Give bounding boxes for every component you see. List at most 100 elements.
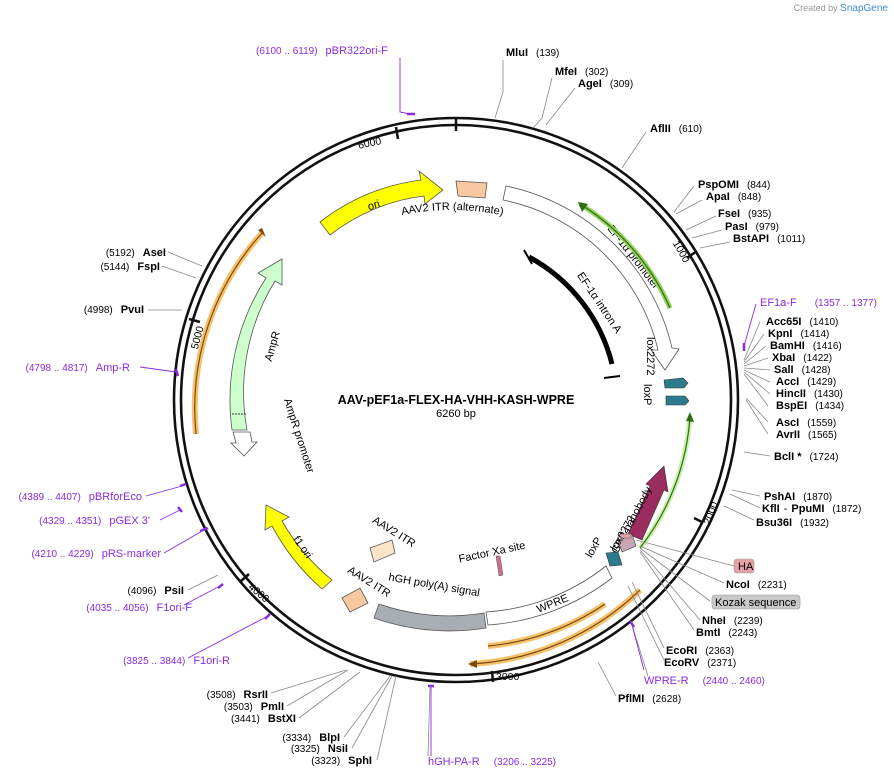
ef1a-intron-end-cap	[603, 375, 621, 379]
primer-pbrforeco[interactable]: (4389 .. 4407)pBRforEco	[19, 491, 142, 503]
line-bcli	[743, 451, 771, 457]
plasmid-name: AAV-pEF1a-FLEX-HA-VHH-KASH-WPRE	[338, 393, 575, 407]
ori-feature[interactable]	[319, 169, 444, 236]
enzyme-pasi[interactable]: PasI(979)	[725, 221, 779, 233]
lox2272-top-label: lox2272	[644, 337, 656, 376]
line-xbai	[743, 357, 769, 367]
enzyme-ncoi[interactable]: NcoI(2231)	[726, 579, 787, 591]
tick-6000	[394, 126, 400, 140]
enzyme-bspei[interactable]: BspEI(1434)	[776, 400, 844, 412]
factor-xa-feature[interactable]	[495, 555, 504, 577]
enzyme-hincii[interactable]: HincII(1430)	[776, 388, 843, 400]
line-bstapi	[699, 241, 731, 249]
enzyme-fsei[interactable]: FseI(935)	[718, 208, 771, 220]
aav2-itr-inner-feature[interactable]	[369, 539, 396, 563]
enzyme-pvui[interactable]: (4998)PvuI	[84, 304, 144, 316]
ef1a-green-arc-line	[579, 203, 671, 309]
tick-3000	[490, 670, 495, 683]
enzyme-bcli[interactable]: BclI *(1724)	[774, 451, 838, 463]
primer-mark-prs-marker	[199, 526, 209, 533]
enzyme-ecori[interactable]: EcoRI(2363)	[666, 645, 734, 657]
line-fsei	[685, 215, 717, 231]
loxp-bottom-feature[interactable]	[605, 551, 623, 567]
primer-f1ori-f[interactable]: (4035 .. 4056)F1ori-F	[86, 602, 192, 614]
created-by-text: Created by	[793, 3, 838, 13]
primer-mark-f1ori-f	[217, 583, 224, 589]
enzyme-bsu36i[interactable]: Bsu36I(1932)	[756, 517, 829, 529]
enzyme-bmti[interactable]: BmtI(2243)	[696, 627, 757, 639]
primer-pbr322ori-f[interactable]: (6100 .. 6119)pBR322ori-F	[256, 45, 388, 57]
line-bsu36i	[723, 505, 755, 521]
primer-ef1a-f[interactable]: EF1a-F(1357 .. 1377)	[760, 297, 877, 309]
enzyme-kpni[interactable]: KpnI(1414)	[768, 328, 829, 340]
primer-pgex3[interactable]: (4329 .. 4351)pGEX 3'	[39, 515, 150, 527]
ef1a-intron-feature[interactable]	[527, 254, 615, 365]
enzyme-sphi[interactable]: (3323)SphI	[311, 755, 372, 767]
enzyme-psii[interactable]: (4096)PsiI	[128, 585, 184, 597]
tick-5000	[188, 317, 201, 324]
ef1a-promoter-feature[interactable]	[502, 185, 680, 371]
enzyme-mlui[interactable]: MluI(139)	[506, 47, 559, 59]
pline-ef1a-f	[743, 303, 757, 347]
enzyme-xbai[interactable]: XbaI(1422)	[772, 352, 832, 364]
enzyme-pmli[interactable]: (3503)PmlI	[224, 701, 284, 713]
enzyme-acci[interactable]: AccI(1429)	[776, 376, 836, 388]
line-mfei	[532, 77, 553, 129]
primer-wpre-r[interactable]: WPRE-R(2440 .. 2460)	[644, 675, 765, 687]
enzyme-sali[interactable]: SalI(1428)	[774, 364, 830, 376]
enzyme-pshai[interactable]: PshAI(1870)	[764, 491, 832, 503]
enzyme-kfli-ppumi[interactable]: KflI-PpuMI(1872)	[762, 503, 861, 515]
primer-f1ori-r[interactable]: (3825 .. 3844)F1ori-R	[123, 655, 230, 667]
ha-tag-label[interactable]: HA	[738, 561, 754, 573]
enzyme-agei[interactable]: AgeI(309)	[578, 78, 633, 90]
ticks	[188, 118, 703, 683]
line-blpi	[343, 675, 391, 738]
primer-prs-marker[interactable]: (4210 .. 4229)pRS-marker	[31, 548, 161, 560]
enzyme-ecorv[interactable]: EcoRV(2371)	[664, 657, 736, 669]
line-apai	[675, 199, 703, 215]
enzyme-mfei[interactable]: MfeI(302)	[555, 66, 608, 78]
enzyme-asci[interactable]: AscI(1559)	[776, 417, 836, 429]
nanobody-green-arc-line	[639, 415, 691, 549]
ampr-feature[interactable]	[229, 258, 283, 431]
pline-pgex3	[159, 509, 181, 521]
enzyme-bamhi[interactable]: BamHI(1416)	[770, 340, 842, 352]
ampr-promoter-label: AmpR promoter	[281, 397, 317, 475]
enzyme-fspi[interactable]: (5144)FspI	[100, 261, 160, 273]
enzyme-pflmi[interactable]: PflMI(2628)	[618, 693, 681, 705]
gfp-nanobody-feature[interactable]	[627, 465, 669, 541]
enzyme-nhei[interactable]: NheI(2239)	[702, 615, 763, 627]
enzyme-bstxi[interactable]: (3441)BstXI	[231, 713, 296, 725]
lox2272-top-feature[interactable]	[663, 377, 689, 389]
enzyme-asei[interactable]: (5192)AseI	[106, 247, 166, 259]
line-ncoi	[639, 545, 725, 584]
factor-xa-label: Factor Xa site	[458, 540, 527, 566]
enzyme-avrii[interactable]: AvrII(1565)	[776, 429, 837, 441]
primer-hgh-pa-r[interactable]: hGH-PA-R(3206 .. 3225)	[428, 756, 556, 768]
aav2-itr-bottom-feature[interactable]	[341, 587, 369, 613]
enzyme-aflii[interactable]: AflII(610)	[650, 123, 702, 135]
plasmid-length: 6260 bp	[436, 408, 476, 420]
enzyme-nsii[interactable]: (3325)NsiI	[291, 743, 348, 755]
aav2-itr-alternate-feature[interactable]	[455, 180, 488, 199]
ampr-promoter-feature[interactable]	[230, 431, 258, 457]
line-fspi	[161, 265, 197, 279]
enzyme-pspomi[interactable]: PspOMI(844)	[698, 179, 770, 191]
wpre-feature[interactable]	[485, 565, 613, 626]
loxp-top-label: loxP	[641, 384, 653, 405]
line-sali	[743, 367, 771, 371]
enzyme-labels: MluI(139) MfeI(302) AgeI(309) AflII(610)…	[84, 47, 861, 767]
ha-tag-feature[interactable]	[620, 533, 632, 539]
hgh-polya-label: hGH poly(A) signal	[388, 572, 481, 600]
enzyme-apai[interactable]: ApaI(848)	[706, 191, 761, 203]
enzyme-blpi[interactable]: (3334)BlpI	[282, 732, 340, 744]
hgh-polya-feature[interactable]	[373, 603, 487, 632]
loxp-top-feature[interactable]	[665, 395, 690, 406]
kozak-box	[711, 594, 801, 610]
primer-amp-r[interactable]: (4798 .. 4817)Amp-R	[26, 362, 131, 374]
enzyme-acc65i[interactable]: Acc65I(1410)	[766, 316, 838, 328]
enzyme-bstapi[interactable]: BstAPI(1011)	[733, 233, 805, 245]
f1-ori-feature[interactable]	[264, 504, 333, 590]
enzyme-rsrii[interactable]: (3508)RsrII	[207, 689, 268, 701]
kozak-label[interactable]: Kozak sequence	[715, 597, 796, 609]
